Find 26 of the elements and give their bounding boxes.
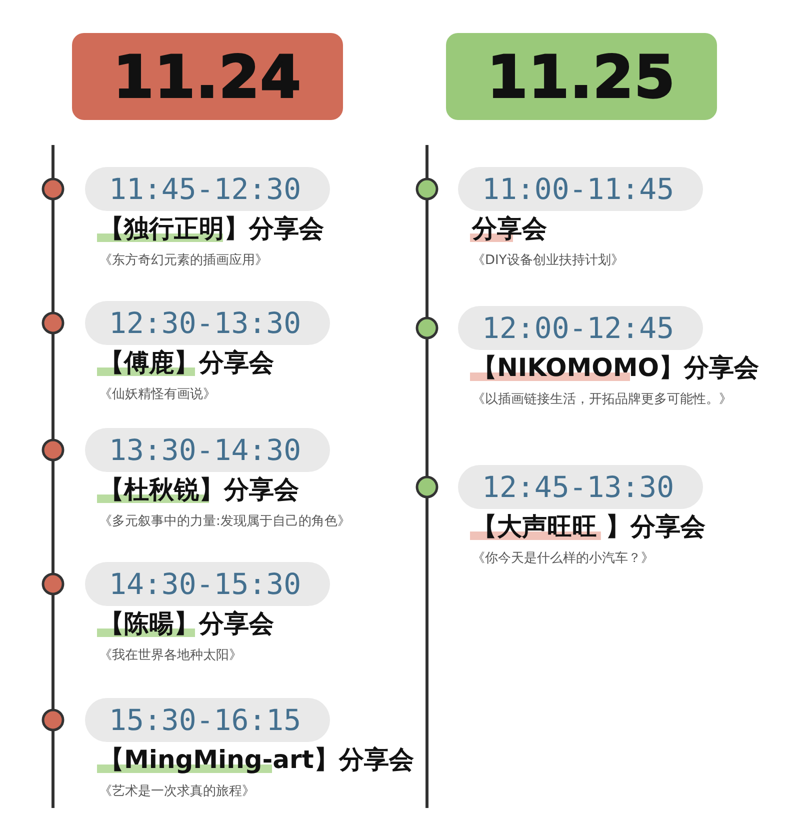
date-box: 11.24 — [72, 33, 343, 120]
time-pill: 14:30-15:30 — [85, 562, 330, 606]
session-title: 【独行正明】分享会 — [97, 213, 326, 245]
session-subtitle: 《我在世界各地种太阳》 — [99, 647, 242, 664]
time-pill: 12:30-13:30 — [85, 301, 330, 345]
session-subtitle: 《以插画链接生活，开拓品牌更多可能性。》 — [472, 391, 732, 408]
session-subtitle: 《你今天是什么样的小汽车？》 — [472, 550, 654, 567]
session-title: 【NIKOMOMO】分享会 — [470, 352, 761, 384]
session-title: 【傅鹿】分享会 — [97, 347, 276, 379]
time-pill: 11:00-11:45 — [458, 167, 703, 211]
session-title: 【杜秋锐】分享会 — [97, 474, 301, 506]
session-title: 【大声旺旺 】分享会 — [470, 511, 708, 543]
time-pill: 11:45-12:30 — [85, 167, 330, 211]
session-subtitle: 《多元叙事中的力量:发现属于自己的角色》 — [99, 513, 350, 530]
session-subtitle: 《东方奇幻元素的插画应用》 — [99, 252, 268, 269]
session-subtitle: 《DIY设备创业扶持计划》 — [472, 252, 624, 269]
time-pill: 13:30-14:30 — [85, 428, 330, 472]
time-pill: 12:45-13:30 — [458, 465, 703, 509]
session-subtitle: 《艺术是一次求真的旅程》 — [99, 783, 255, 800]
session-title: 分享会 — [470, 213, 549, 245]
time-pill: 15:30-16:15 — [85, 698, 330, 742]
session-title: 【陈暘】分享会 — [97, 608, 276, 640]
date-box: 11.25 — [446, 33, 717, 120]
time-pill: 12:00-12:45 — [458, 306, 703, 350]
session-subtitle: 《仙妖精怪有画说》 — [99, 386, 216, 403]
session-title: 【MingMing-art】分享会 — [97, 744, 416, 776]
